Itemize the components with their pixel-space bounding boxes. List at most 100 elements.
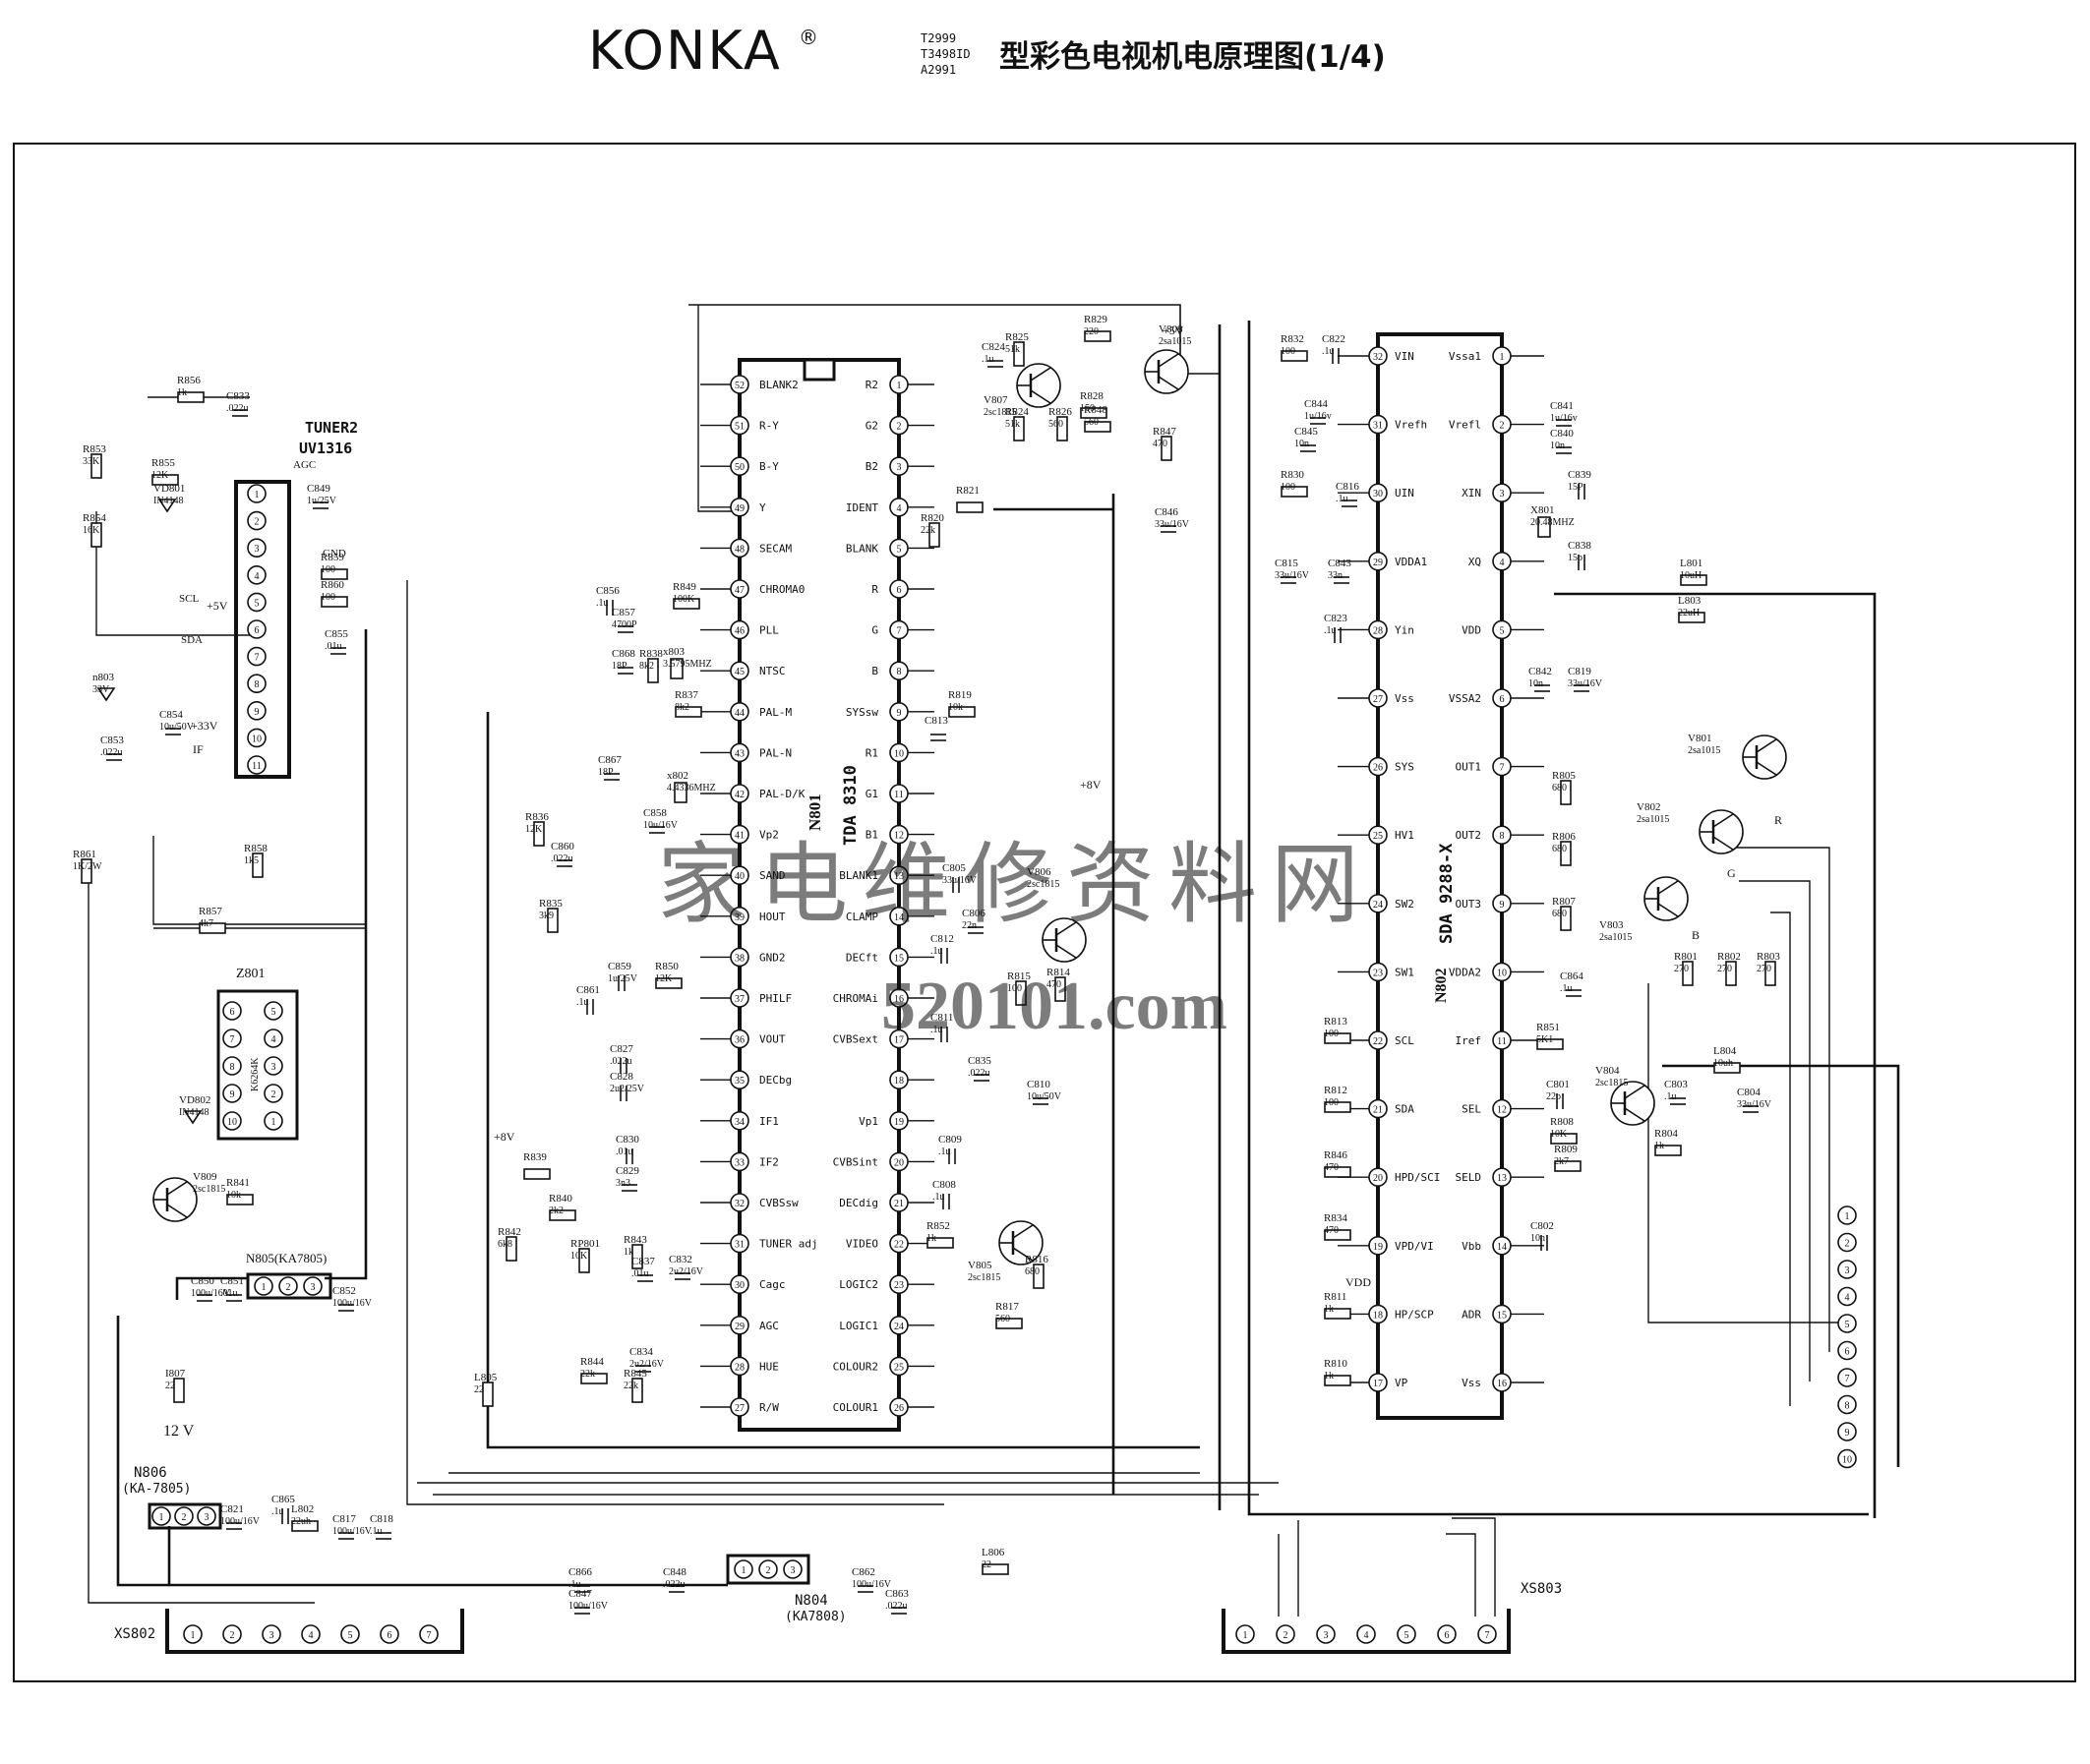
- component-ref: R843: [624, 1234, 647, 1246]
- model-code: T3498ID: [921, 47, 971, 61]
- pin-name: B-Y: [759, 460, 779, 473]
- component-value: 100: [321, 564, 335, 575]
- component-ref: R860: [321, 579, 344, 591]
- pin-number: 24: [894, 1322, 904, 1332]
- transistor-v807: [1016, 363, 1061, 408]
- component-c852: [338, 1304, 354, 1312]
- xs803-pin: [1437, 1624, 1457, 1644]
- component-ref: C867: [598, 754, 622, 766]
- component-r841: [226, 1194, 254, 1205]
- pin-number: 3: [269, 1630, 274, 1641]
- tda-pin: [889, 784, 909, 803]
- pin-number: 10: [252, 734, 262, 744]
- sda-pin: [1368, 619, 1388, 640]
- component-r836: [533, 821, 545, 847]
- pin-number: 2: [897, 422, 902, 433]
- component-ref: C839: [1568, 469, 1591, 481]
- pin-number: 8: [255, 679, 260, 690]
- component-ref: C827: [610, 1043, 633, 1055]
- xs802-pin: [340, 1624, 360, 1644]
- pin-number: 31: [1373, 421, 1383, 432]
- component-r810: [1324, 1375, 1351, 1386]
- component-ref: C834: [629, 1346, 653, 1358]
- tda-pin: [730, 1316, 749, 1335]
- pin-number: 23: [894, 1280, 904, 1291]
- pin-number: 7: [1485, 1630, 1490, 1641]
- rail-label: +33V: [191, 719, 218, 733]
- component-value: 22: [165, 1381, 175, 1391]
- component-value: 100: [1281, 346, 1295, 357]
- component-c844: [1310, 417, 1326, 425]
- tda-pin: [889, 947, 909, 968]
- component-ref: X801: [1530, 504, 1554, 516]
- sda-pin: [1492, 825, 1512, 846]
- pin-name: PAL-N: [759, 746, 792, 759]
- component-ref: C829: [616, 1165, 639, 1177]
- pin-number: 9: [230, 1089, 235, 1100]
- pin-name: VIDEO: [846, 1238, 878, 1251]
- component-ref: C806: [962, 908, 985, 919]
- z801-pin: [222, 1084, 242, 1103]
- watermark-url: 520101.com: [881, 969, 1227, 1044]
- component-ref: C817: [332, 1513, 356, 1525]
- component-value: 100: [1324, 1029, 1339, 1039]
- component-value: 1k: [926, 1233, 936, 1244]
- wire: [88, 865, 315, 1604]
- pin-name: Y: [759, 501, 766, 514]
- diagram-border: [13, 143, 2076, 1682]
- component-value: .01u: [631, 1268, 649, 1279]
- sda-pin: [1492, 893, 1512, 913]
- pin-number: 9: [1500, 900, 1505, 911]
- component-ref: R845: [624, 1368, 647, 1380]
- pin-number: 29: [735, 1322, 745, 1332]
- pin-number: 6: [1845, 1347, 1850, 1358]
- component-c805: [952, 877, 960, 893]
- xs803-pin: [1276, 1624, 1295, 1644]
- pin-name: CVBSext: [833, 1033, 878, 1046]
- pin-number: 8: [1500, 831, 1505, 842]
- pin-number: 8: [897, 667, 902, 677]
- transistor-part: 2sa1015: [1159, 336, 1191, 347]
- xs803-pin: [1397, 1624, 1416, 1644]
- tda-pin: [730, 1274, 749, 1294]
- component-ref: R803: [1757, 951, 1780, 963]
- pin-number: 14: [1497, 1242, 1507, 1253]
- tda-pin: [889, 1356, 909, 1377]
- component-ref: C842: [1528, 666, 1552, 677]
- component-ref: R821: [956, 485, 980, 497]
- component-ref: L805: [474, 1372, 498, 1383]
- component-value: 100: [1324, 1097, 1339, 1108]
- component-ref: C819: [1568, 666, 1591, 677]
- sda-pin: [1492, 1236, 1512, 1256]
- component-ref: R838: [639, 648, 663, 660]
- component-ref: C823: [1324, 613, 1347, 624]
- component-r820: [928, 522, 940, 548]
- component-ref: R805: [1552, 770, 1576, 782]
- pin-name: B2: [866, 460, 878, 473]
- component-ref: R820: [921, 512, 944, 524]
- component-value: .1u: [1322, 346, 1335, 357]
- component-value: 33u/16V: [1275, 570, 1310, 581]
- net-label: SDA: [181, 634, 203, 646]
- power-rail: [1662, 1064, 1900, 1467]
- component-r840: [549, 1209, 576, 1221]
- transistor-part: 2sc1815: [1027, 879, 1059, 890]
- component-value: IN4148: [153, 496, 184, 506]
- component-r806: [1560, 841, 1572, 866]
- component-ref: RP801: [570, 1238, 600, 1250]
- pin-number: 14: [894, 912, 904, 923]
- pin-number: 7: [1500, 763, 1505, 774]
- component-r842: [506, 1236, 517, 1262]
- pin-number: 2: [1284, 1630, 1288, 1641]
- transistor-part: 2sc1815: [968, 1272, 1000, 1283]
- sda-pin: [1368, 1304, 1388, 1324]
- component-r811: [1324, 1308, 1351, 1320]
- wire: [697, 305, 740, 512]
- component-r830: [1281, 486, 1308, 498]
- wire: [152, 836, 366, 925]
- component-value: 1k: [1654, 1141, 1664, 1151]
- component-c835: [974, 1074, 989, 1082]
- component-ref: R839: [523, 1151, 547, 1163]
- sda-pin: [1368, 1098, 1388, 1119]
- tda-pin: [730, 988, 749, 1008]
